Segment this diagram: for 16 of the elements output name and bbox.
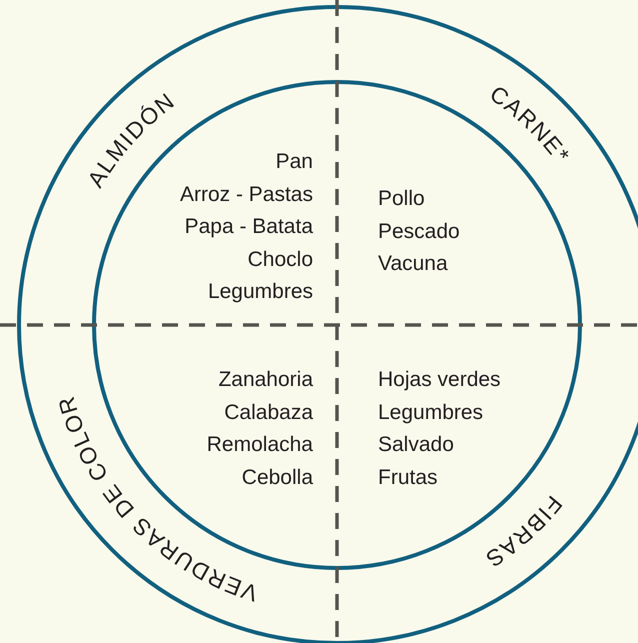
food-item: Papa - Batata bbox=[184, 215, 313, 239]
food-item: Pan bbox=[276, 150, 313, 174]
food-item: Pescado bbox=[378, 220, 460, 244]
food-item: Hojas verdes bbox=[378, 368, 501, 392]
food-item: Vacuna bbox=[378, 252, 448, 276]
food-item: Arroz - Pastas bbox=[180, 182, 313, 206]
food-item: Remolacha bbox=[206, 433, 313, 457]
food-item: Salvado bbox=[378, 433, 454, 457]
food-item: Pollo bbox=[378, 187, 425, 211]
food-item: Legumbres bbox=[208, 280, 313, 304]
food-item: Zanahoria bbox=[218, 368, 313, 392]
food-item: Choclo bbox=[248, 248, 313, 272]
food-item: Calabaza bbox=[224, 400, 313, 424]
food-item: Frutas bbox=[378, 466, 438, 490]
food-item: Legumbres bbox=[378, 400, 484, 424]
food-item: Cebolla bbox=[242, 466, 313, 490]
